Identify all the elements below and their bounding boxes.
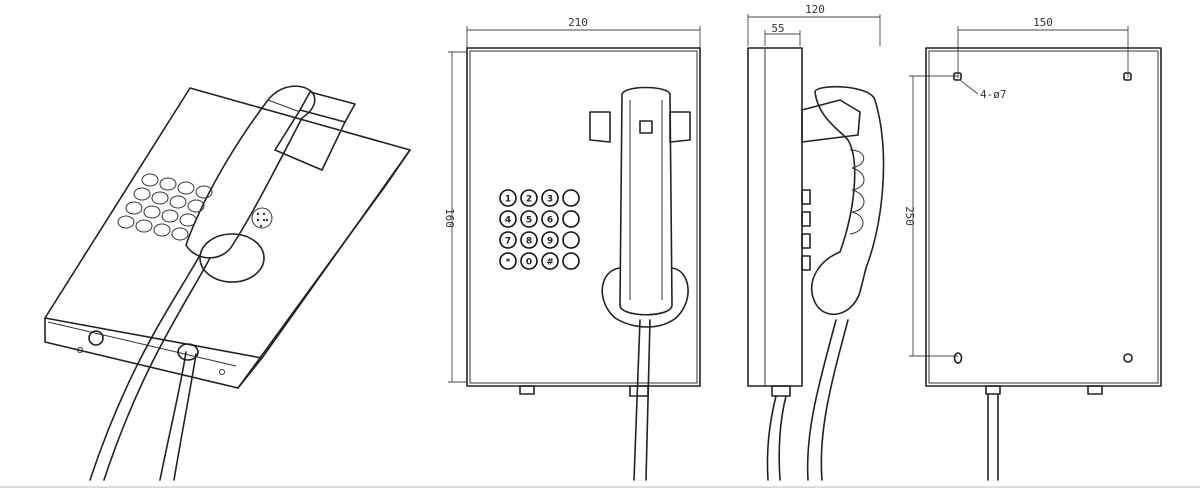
iso-keypad: [117, 173, 213, 241]
iso-small-screw: [77, 347, 83, 353]
keypad-key: [562, 252, 580, 270]
back-hole-bottom-right: [1123, 353, 1133, 363]
keypad-key: [541, 231, 559, 249]
back-hole-bottom-left: [953, 352, 963, 364]
keypad-key-label: 7: [505, 237, 511, 247]
keypad-key: [541, 210, 559, 228]
isometric-view: [44, 85, 411, 481]
keypad-key: [499, 231, 517, 249]
keypad-key-label: 6: [547, 216, 553, 226]
back-hole-top-left: [953, 72, 962, 81]
keypad-key: [520, 231, 538, 249]
keypad-key: [562, 210, 580, 228]
keypad-key-label: 9: [547, 237, 553, 247]
front-cradle-right: [669, 111, 691, 143]
iso-cable: [159, 351, 187, 481]
keypad-key: [520, 189, 538, 207]
front-handset: [619, 86, 673, 316]
back-view: 150 250 4-ø7: [903, 16, 1162, 481]
iso-cord: [89, 254, 201, 481]
front-body: [466, 47, 701, 387]
front-width-label: 210: [568, 16, 588, 29]
iso-screw: [88, 330, 104, 346]
keypad-key-label: 1: [505, 195, 511, 205]
front-height-label: 160: [443, 208, 456, 228]
iso-handset-line: [267, 99, 301, 113]
front-keypad: 1 2 3 4 5 6 7 8 9 * 0 #: [499, 189, 580, 270]
keypad-key-label: 8: [526, 237, 532, 247]
iso-box-top: [44, 87, 411, 359]
iso-small-screw-right: [219, 369, 225, 375]
side-cord-outer: [820, 319, 849, 481]
side-handset: [810, 85, 885, 316]
front-earpiece: [601, 267, 689, 328]
keypad-key: [520, 252, 538, 270]
back-hole-top-right: [1123, 72, 1132, 81]
keypad-key: [541, 252, 559, 270]
side-cable: [766, 395, 777, 481]
side-body: [747, 47, 803, 387]
back-hole-y-label: 250: [903, 206, 916, 226]
keypad-key: [562, 231, 580, 249]
back-hole-x-label: 150: [1033, 16, 1053, 29]
keypad-key: [499, 210, 517, 228]
iso-earpiece: [199, 233, 265, 283]
keypad-key-label: 4: [505, 216, 511, 226]
front-cradle-left: [589, 111, 611, 143]
keypad-key-label: 5: [526, 216, 532, 226]
side-cradle: [801, 99, 861, 143]
iso-cord-outer: [103, 257, 211, 481]
front-view: 210 160 1 2 3 4 5 6 7 8 9 * 0 #: [443, 16, 701, 481]
front-cord-right: [645, 319, 651, 481]
iso-cable-outer: [173, 353, 197, 481]
back-body: [925, 47, 1162, 387]
keypad-key: [520, 210, 538, 228]
side-handset-grip: [849, 149, 865, 235]
side-cord: [806, 319, 837, 481]
keypad-key-label: *: [506, 258, 511, 268]
side-inner-label: 55: [771, 22, 784, 35]
keypad-key: [499, 252, 517, 270]
keypad-key: [562, 189, 580, 207]
back-hole-leader: [959, 79, 979, 95]
keypad-key-label: #: [546, 258, 554, 268]
back-cable: [987, 393, 999, 481]
iso-cable-gland: [177, 343, 199, 361]
keypad-key-label: 0: [526, 258, 532, 268]
iso-handset: [185, 85, 316, 259]
front-foot-left: [519, 385, 535, 395]
iso-cradle: [274, 109, 346, 171]
iso-box-side: [237, 149, 411, 389]
iso-box-front: [44, 317, 263, 389]
iso-cradle-top: [299, 91, 356, 123]
keypad-key-label: 2: [526, 195, 532, 205]
side-view: 120 55: [747, 3, 885, 481]
keypad-key-label: 3: [547, 195, 553, 205]
iso-speaker-grille: [251, 207, 273, 229]
side-depth-label: 120: [805, 3, 825, 16]
iso-edge-line: [47, 321, 237, 367]
keypad-key: [541, 189, 559, 207]
front-cord-left: [633, 319, 641, 481]
keypad-key: [499, 189, 517, 207]
back-hole-spec-label: 4-ø7: [980, 88, 1007, 101]
